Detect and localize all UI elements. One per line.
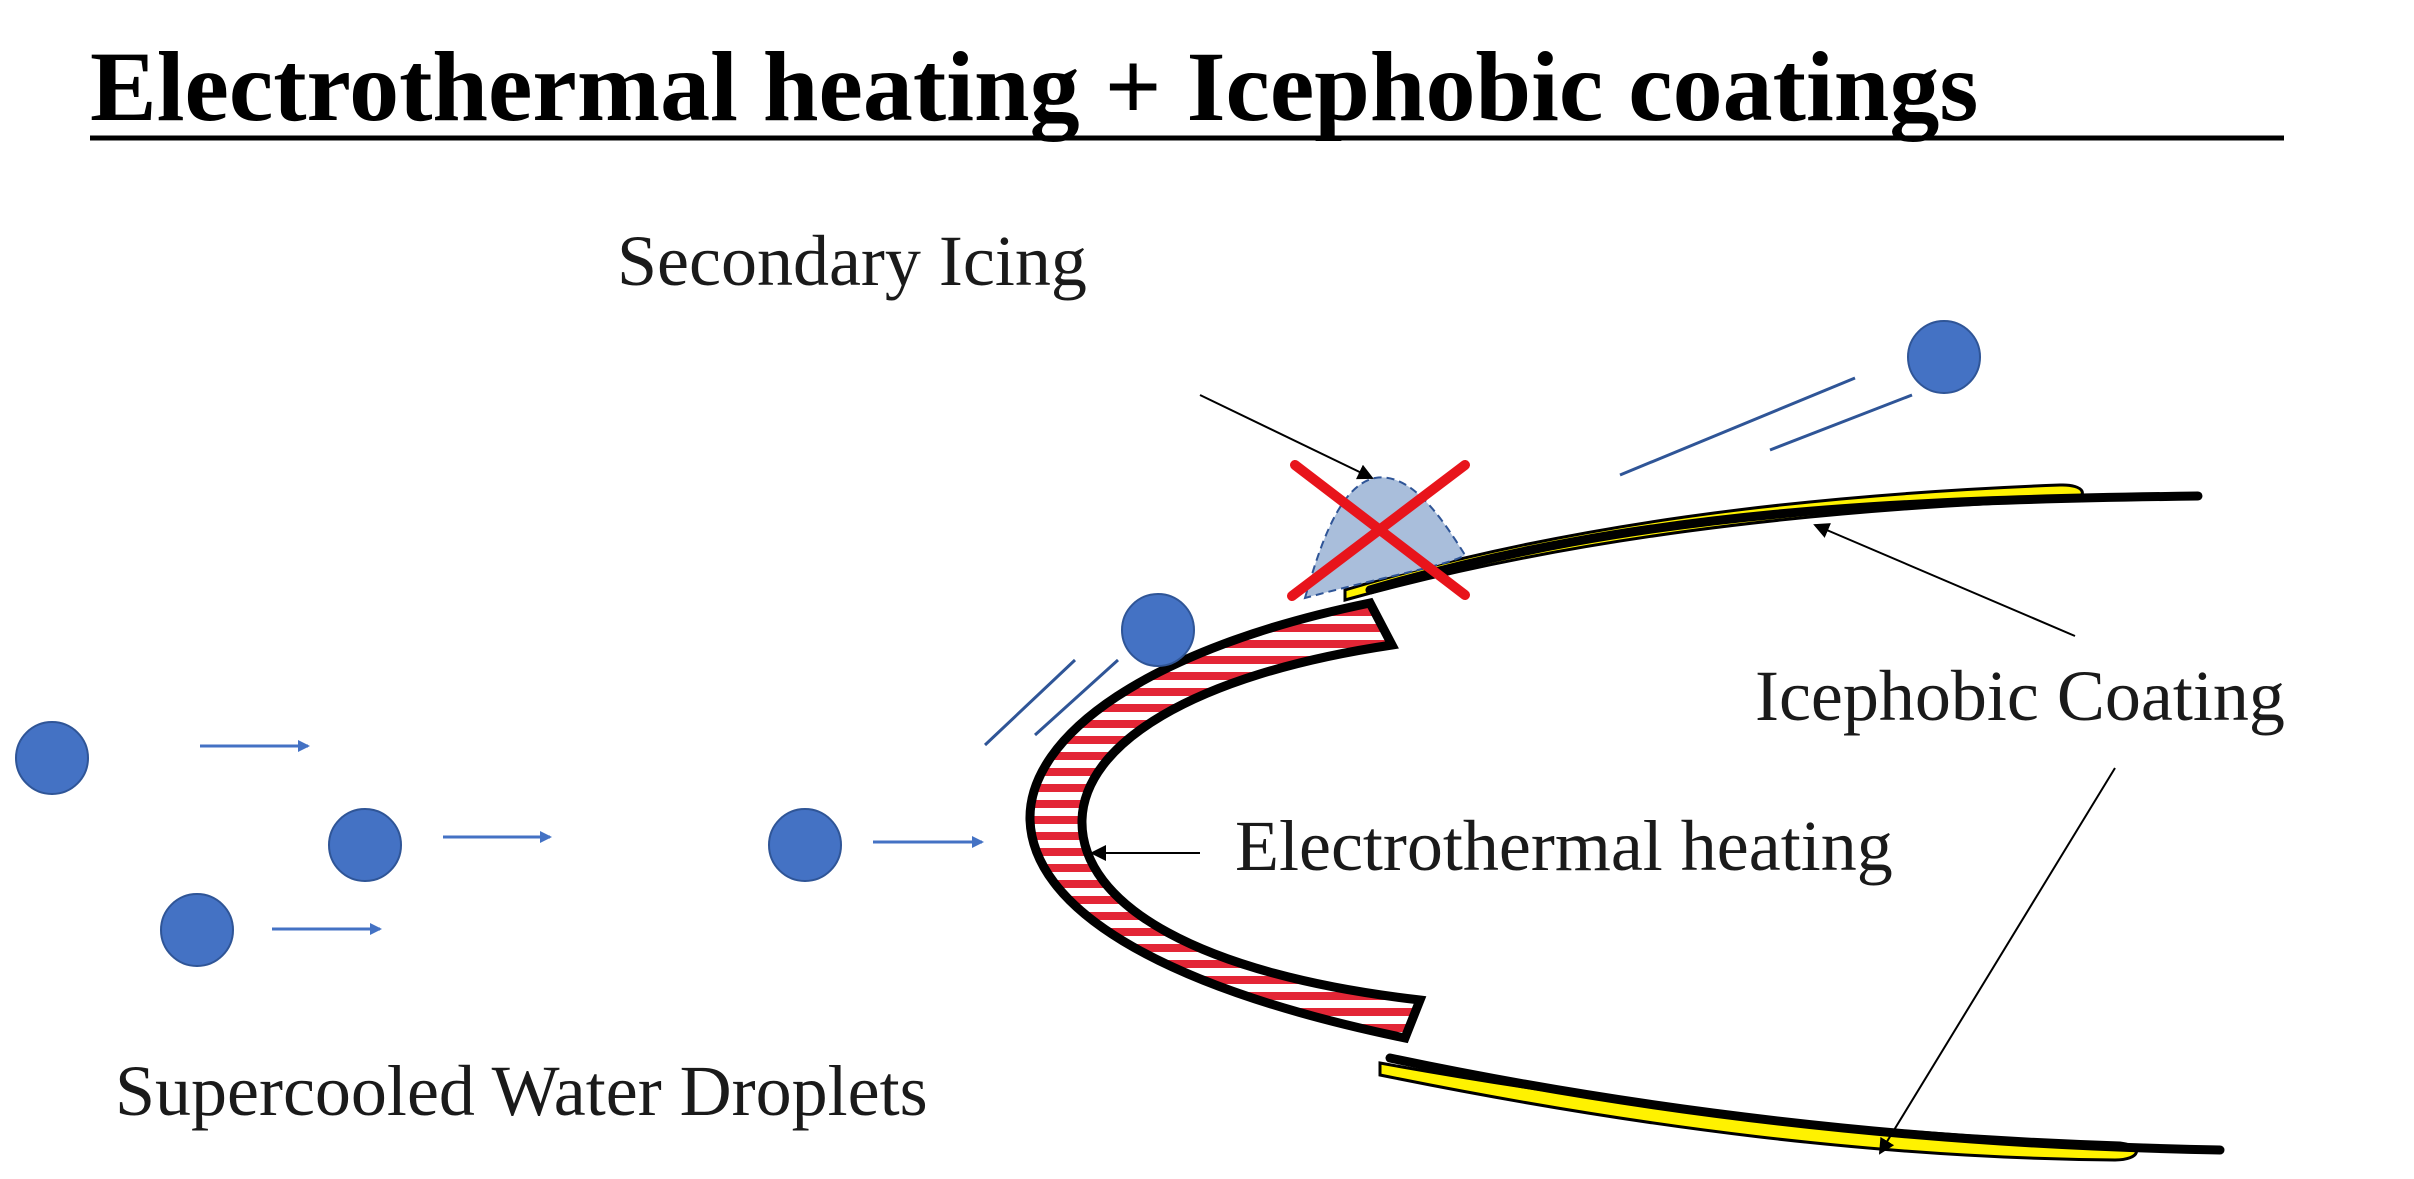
- secondary-icing-label: Secondary Icing: [617, 221, 1087, 301]
- droplet: [1121, 593, 1195, 667]
- electrothermal-heating-label: Electrothermal heating: [1235, 806, 1893, 886]
- secondary-icing-pointer: [1199, 394, 1374, 480]
- icephobic-coating-pointer-lower: [1878, 767, 2116, 1155]
- red-x-mark-icon: [1287, 460, 1470, 601]
- droplet: [768, 808, 842, 882]
- icephobic-coating-label: Icephobic Coating: [1755, 656, 2285, 736]
- icephobic-coating-pointer-upper: [1813, 523, 2076, 637]
- droplet: [328, 808, 402, 882]
- electrothermal-heater: [1025, 597, 1427, 1044]
- page-title: Electrothermal heating + Icephobic coati…: [90, 31, 1978, 142]
- droplet-streak-line: [983, 658, 1077, 747]
- droplet: [1907, 320, 1981, 394]
- supercooled-droplets-label: Supercooled Water Droplets: [115, 1051, 928, 1131]
- airfoil-lower-surface: [1385, 1053, 2225, 1155]
- droplet-streak-line: [1769, 393, 1913, 452]
- droplet: [15, 721, 89, 795]
- droplet-streak-line: [1033, 658, 1120, 737]
- droplet: [160, 893, 234, 967]
- droplet-streak-line: [1619, 376, 1856, 477]
- airfoil-upper-surface: [1365, 491, 2203, 595]
